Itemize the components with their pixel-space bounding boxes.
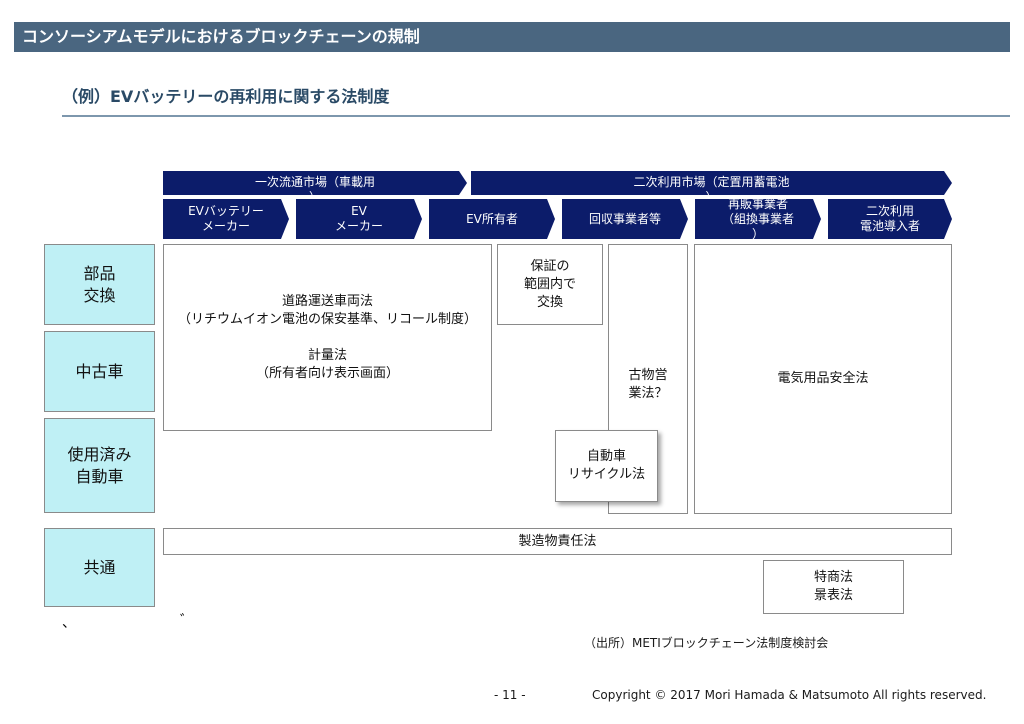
actor-label: 再販事業者 （組換事業者 ） xyxy=(721,196,794,241)
product-liability-law-box: 製造物責任法 xyxy=(163,528,952,555)
actor-label: EV所有者 xyxy=(466,211,518,226)
subtitle-divider xyxy=(62,115,1010,117)
row-label-text: 共通 xyxy=(83,557,116,577)
actor-ev-maker: EV メーカー xyxy=(296,199,422,239)
row-label-text: 中古車 xyxy=(75,361,124,381)
secondary-market-arrow: 二次利用市場（定置用蓄電池 ） xyxy=(471,171,952,195)
actor-secondary-user: 二次利用 電池導入者 xyxy=(828,199,952,239)
primary-market-arrow: 一次流通市場（車載用 ） xyxy=(163,171,467,195)
law-text: 製造物責任法 xyxy=(518,533,597,549)
road-vehicle-law-box: 道路運送車両法 （リチウムイオン電池の保安基準、リコール制度） 計量法 （所有者… xyxy=(163,244,492,431)
auto-recycling-law-box: 自動車 リサイクル法 xyxy=(555,430,658,502)
electrical-safety-law-box: 電気用品安全法 xyxy=(694,244,952,514)
actor-label: EVバッテリー メーカー xyxy=(188,204,264,233)
row-label-end-of-life-vehicle: 使用済み 自動車 xyxy=(44,418,155,513)
commercial-transactions-law-box: 特商法 景表法 xyxy=(763,560,904,614)
actor-label: EV メーカー xyxy=(334,204,383,233)
row-label-used-car: 中古車 xyxy=(44,331,155,412)
actor-battery-maker: EVバッテリー メーカー xyxy=(163,199,289,239)
actor-ev-owner: EV所有者 xyxy=(429,199,555,239)
actor-reseller: 再販事業者 （組換事業者 ） xyxy=(695,199,821,239)
stray-mark-left: 、 xyxy=(62,615,76,631)
page-title: コンソーシアムモデルにおけるブロックチェーンの規制 xyxy=(22,27,420,46)
row-label-text: 部品 交換 xyxy=(83,263,116,305)
law-text: 電気用品安全法 xyxy=(777,371,869,386)
actor-collector: 回収事業者等 xyxy=(562,199,688,239)
law-text: 保証の 範囲内で 交換 xyxy=(523,258,576,310)
actor-label: 回収事業者等 xyxy=(588,211,661,226)
stray-mark-right: ゛ xyxy=(180,613,194,629)
law-text: 道路運送車両法 （リチウムイオン電池の保安基準、リコール制度） 計量法 （所有者… xyxy=(177,293,477,381)
source-note: （出所）METIブロックチェーン法制度検討会 xyxy=(584,636,829,650)
law-text: 自動車 リサイクル法 xyxy=(567,449,646,482)
actor-label: 二次利用 電池導入者 xyxy=(859,204,920,233)
row-label-parts-exchange: 部品 交換 xyxy=(44,244,155,325)
law-text: 特商法 景表法 xyxy=(813,570,853,603)
section-subtitle: （例）EVバッテリーの再利用に関する法制度 xyxy=(62,87,390,106)
law-text: 古物営 業法？ xyxy=(628,368,668,401)
page-title-bar: コンソーシアムモデルにおけるブロックチェーンの規制 xyxy=(14,22,1010,52)
copyright-notice: Copyright © 2017 Mori Hamada & Matsumoto… xyxy=(592,688,987,702)
row-label-text: 使用済み 自動車 xyxy=(67,444,132,486)
page-number: - 11 - xyxy=(494,688,526,702)
warranty-exchange-box: 保証の 範囲内で 交換 xyxy=(497,244,603,325)
row-label-common: 共通 xyxy=(44,528,155,607)
